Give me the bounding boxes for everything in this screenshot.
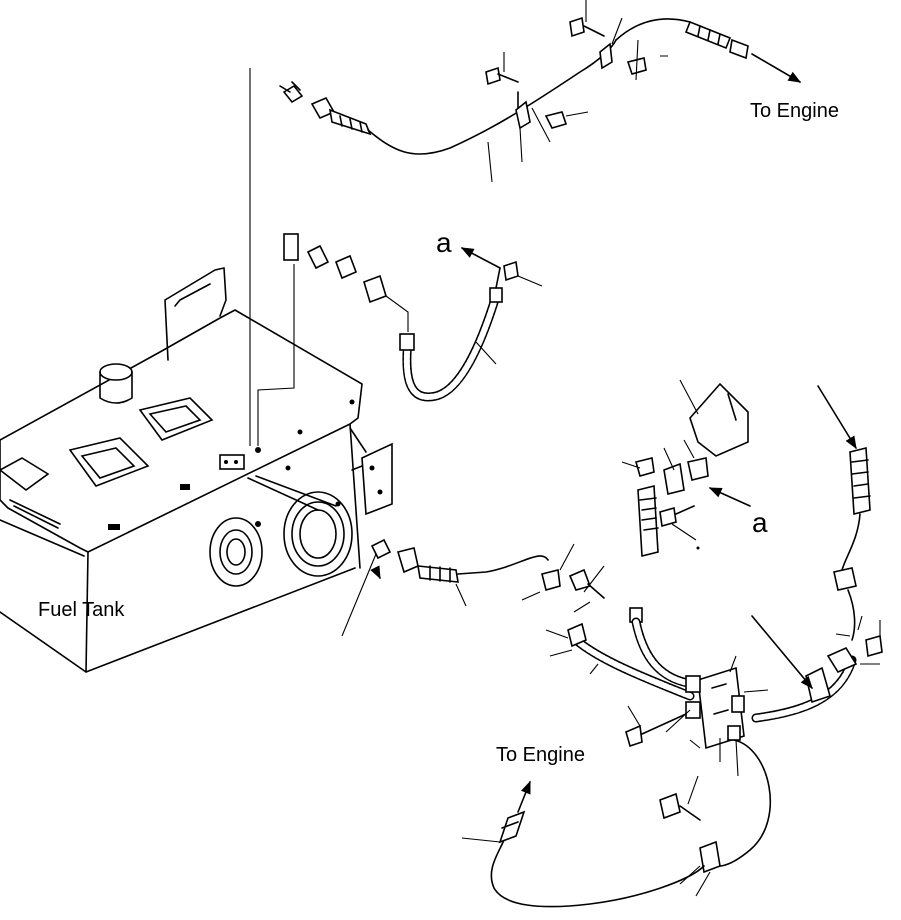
fuel-tank-label: Fuel Tank — [38, 599, 125, 621]
fuel-tank — [0, 267, 393, 673]
to-engine-label-top: To Engine — [750, 100, 839, 122]
filter-bracket-assembly — [341, 379, 883, 908]
sensor-hose-assembly — [283, 233, 543, 402]
reference-a-upper: a — [436, 227, 452, 258]
to-engine-label-bottom: To Engine — [496, 744, 585, 766]
leader-tank-return — [249, 68, 295, 446]
reference-a-lower: a — [752, 507, 768, 538]
return-line-assembly — [279, 0, 802, 183]
